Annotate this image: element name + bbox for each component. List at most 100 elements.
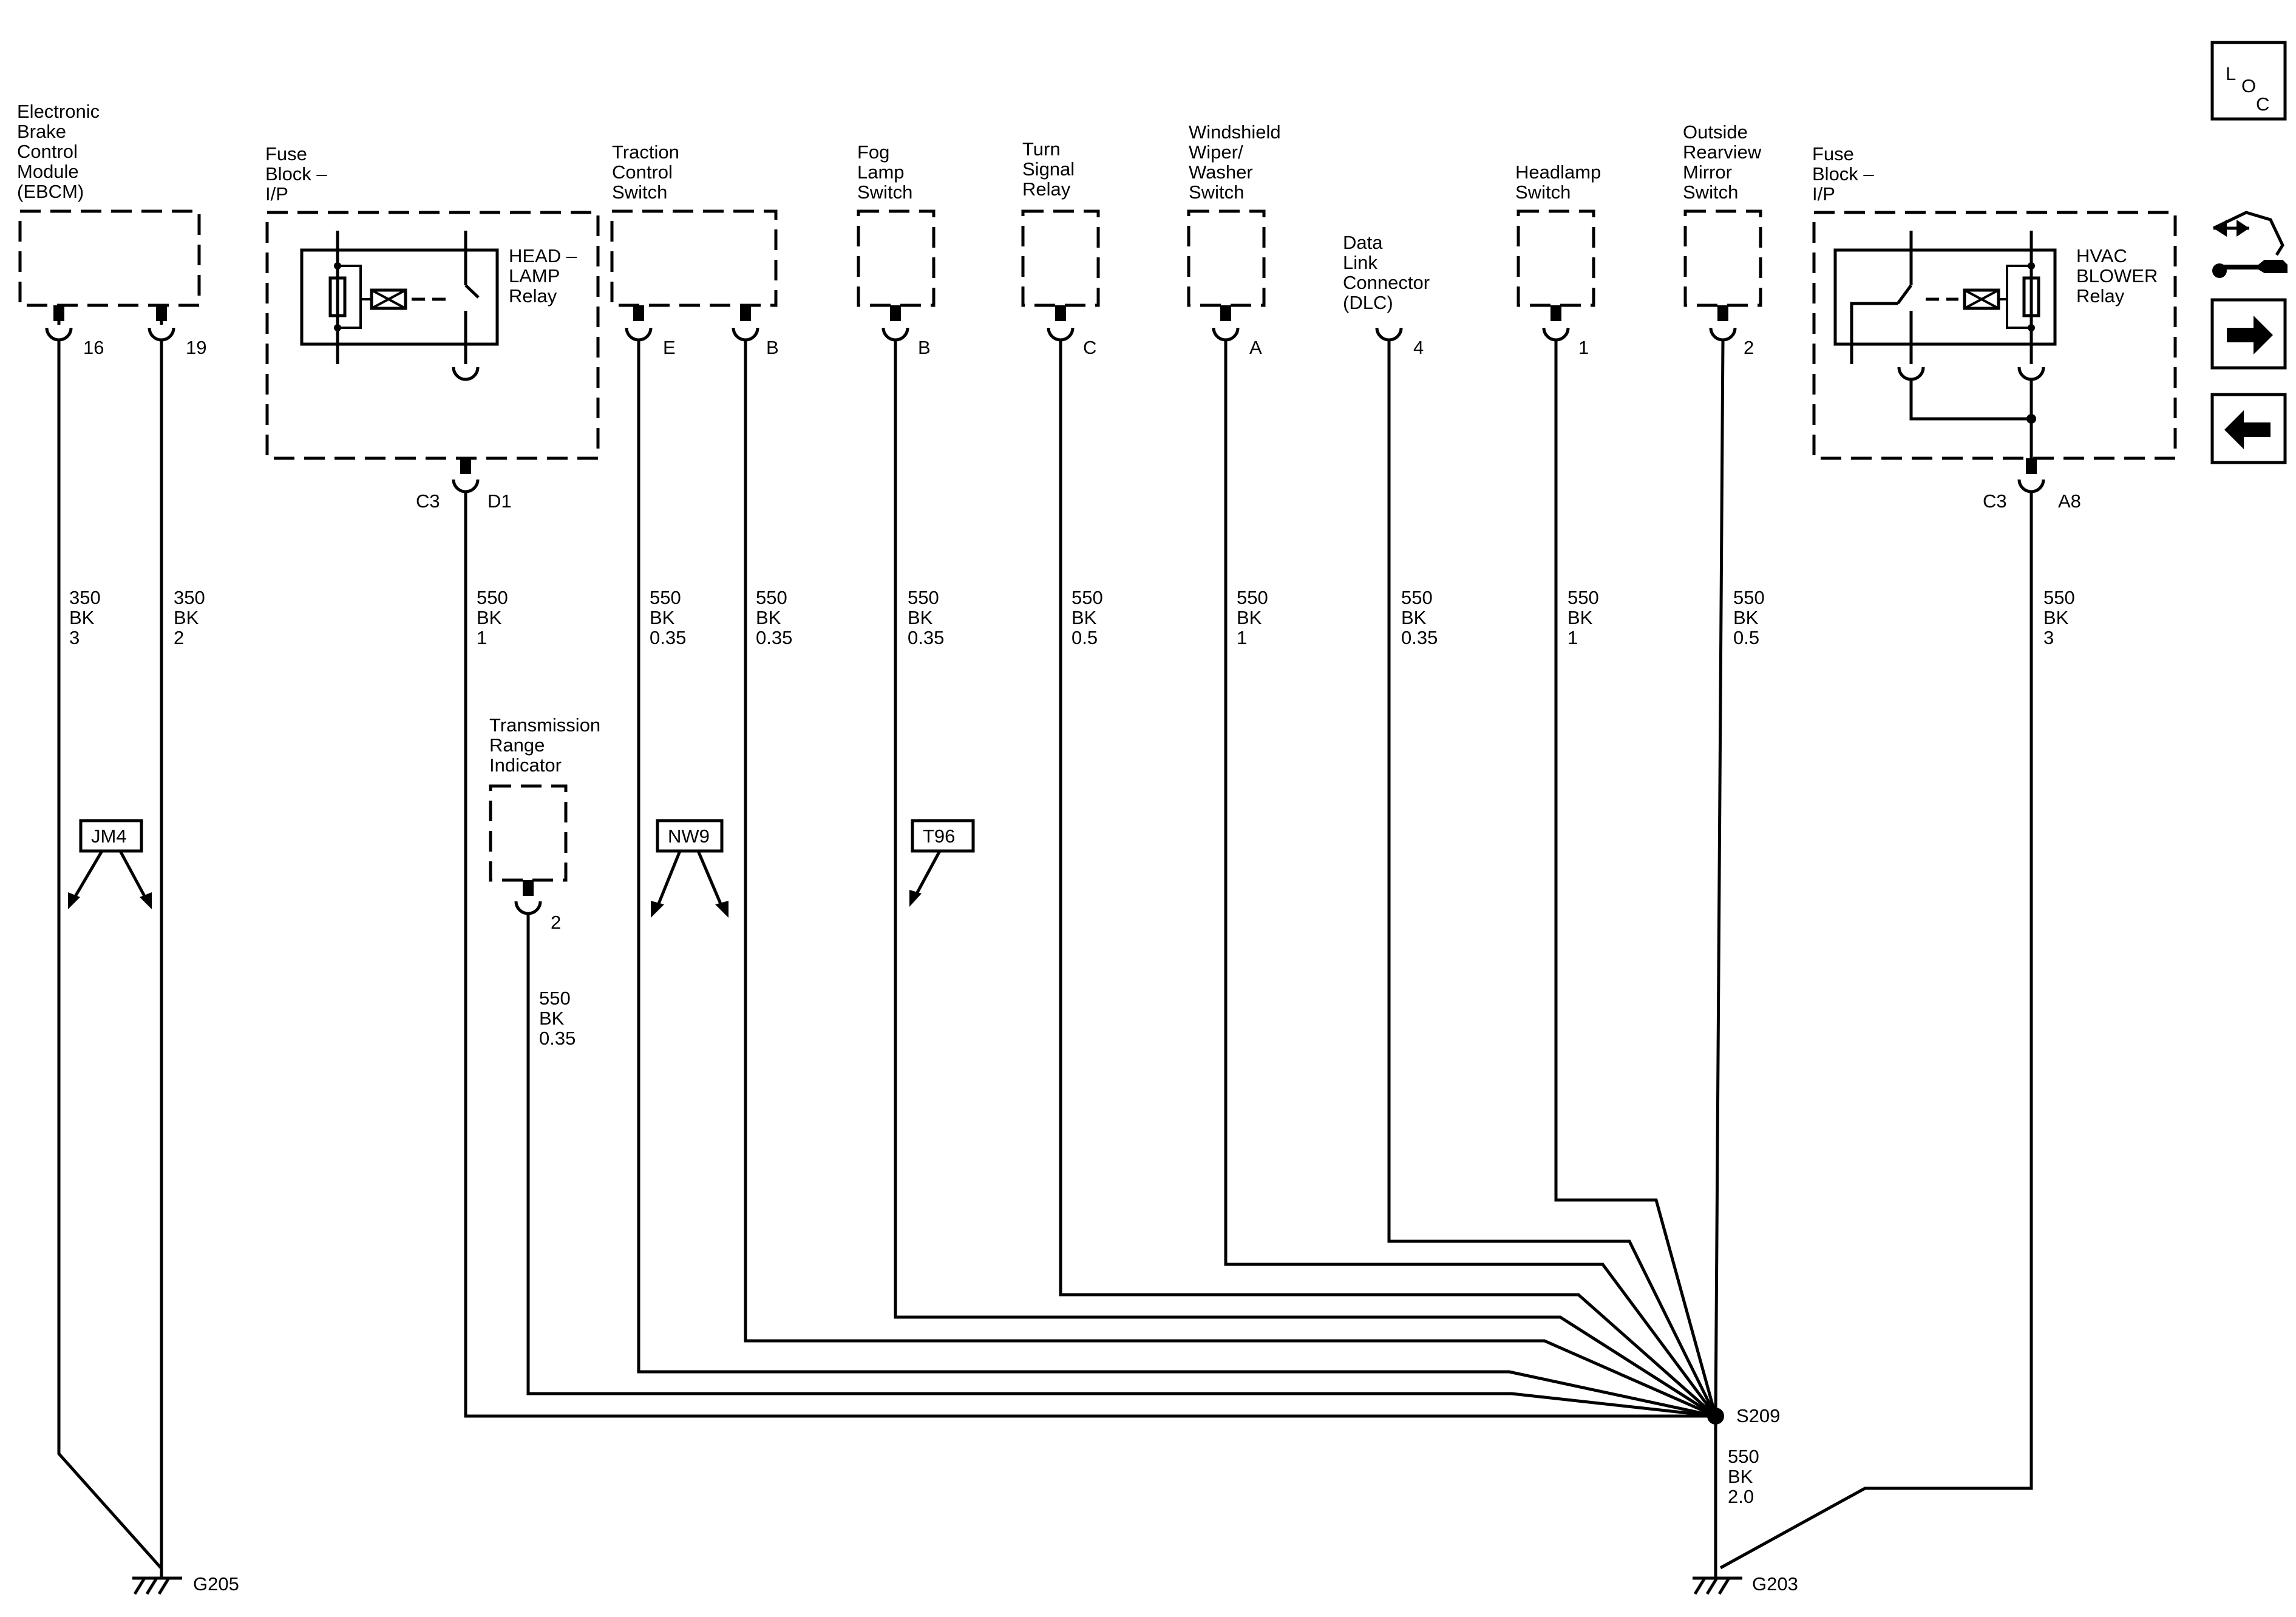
svg-text:2: 2: [551, 912, 561, 933]
loc-button[interactable]: L O C: [2210, 41, 2287, 121]
ground-g203: G203: [1693, 1573, 1798, 1595]
svg-text:0.35: 0.35: [1401, 627, 1438, 648]
svg-text:(EBCM): (EBCM): [17, 181, 84, 202]
next-page-button[interactable]: [2210, 298, 2287, 370]
trans-range-indicator-label: Transmission Range Indicator: [489, 714, 600, 776]
option-jm4: JM4: [68, 819, 152, 909]
headlamp-switch-box: [1517, 209, 1595, 307]
svg-text:Switch: Switch: [1683, 181, 1738, 203]
traction-control-switch-label: Traction Control Switch: [612, 141, 679, 203]
ground-g205: G205: [132, 1573, 239, 1595]
svg-text:Mirror: Mirror: [1683, 161, 1732, 183]
previous-page-button[interactable]: [2210, 393, 2287, 464]
svg-text:B: B: [766, 337, 779, 358]
svg-text:Lamp: Lamp: [857, 161, 905, 183]
svg-text:Wiper/: Wiper/: [1189, 141, 1243, 163]
svg-text:1: 1: [477, 627, 487, 648]
headlamp-relay-label: HEAD – LAMP Relay: [509, 245, 577, 307]
svg-text:BK: BK: [1401, 607, 1427, 628]
svg-text:Block –: Block –: [1812, 163, 1874, 185]
svg-text:A8: A8: [2058, 490, 2081, 512]
svg-text:550: 550: [2043, 587, 2075, 608]
svg-text:Switch: Switch: [1515, 181, 1571, 203]
svg-text:BK: BK: [1237, 607, 1262, 628]
svg-text:BLOWER: BLOWER: [2076, 265, 2158, 286]
hvac-blower-relay-label: HVAC BLOWER Relay: [2076, 245, 2158, 307]
wire-labels: 350 BK 3 350 BK 2 550 BK 1 550 BK 0.35 5…: [69, 587, 2075, 1507]
svg-text:O: O: [2241, 75, 2256, 97]
svg-text:BK: BK: [1728, 1466, 1753, 1487]
svg-text:Headlamp: Headlamp: [1515, 161, 1601, 183]
svg-text:Transmission: Transmission: [489, 714, 600, 736]
svg-text:BK: BK: [1733, 607, 1759, 628]
svg-text:Rearview: Rearview: [1683, 141, 1762, 163]
option-t96: T96: [909, 819, 975, 907]
fog-lamp-switch-box: [857, 209, 936, 307]
svg-text:550: 550: [1567, 587, 1599, 608]
svg-text:A: A: [1249, 337, 1262, 358]
svg-text:16: 16: [83, 337, 104, 358]
svg-text:0.35: 0.35: [539, 1028, 576, 1049]
svg-text:550: 550: [1072, 587, 1103, 608]
svg-text:350: 350: [174, 587, 205, 608]
svg-text:Fuse: Fuse: [1812, 143, 1854, 164]
arrow-left-icon: [2224, 410, 2271, 449]
svg-text:Fuse: Fuse: [265, 143, 307, 164]
svg-text:0.35: 0.35: [756, 627, 792, 648]
svg-text:550: 550: [539, 988, 571, 1009]
svg-text:I/P: I/P: [265, 183, 288, 205]
svg-text:0.35: 0.35: [650, 627, 686, 648]
fog-lamp-switch-label: Fog Lamp Switch: [857, 141, 912, 203]
svg-text:BK: BK: [650, 607, 675, 628]
svg-text:Turn: Turn: [1022, 138, 1061, 160]
wiper-washer-switch-label: Windshield Wiper/ Washer Switch: [1189, 121, 1281, 203]
svg-text:NW9: NW9: [668, 825, 710, 847]
svg-text:(DLC): (DLC): [1343, 292, 1393, 313]
svg-text:1: 1: [1237, 627, 1247, 648]
svg-text:2: 2: [1744, 337, 1754, 358]
svg-text:550: 550: [756, 587, 787, 608]
svg-text:550: 550: [650, 587, 681, 608]
svg-text:JM4: JM4: [91, 825, 127, 847]
svg-text:D1: D1: [487, 490, 512, 512]
svg-text:HEAD –: HEAD –: [509, 245, 577, 266]
svg-text:2.0: 2.0: [1728, 1486, 1754, 1507]
svg-text:BK: BK: [69, 607, 95, 628]
turn-signal-relay-label: Turn Signal Relay: [1022, 138, 1075, 200]
svg-text:550: 550: [908, 587, 939, 608]
svg-text:4: 4: [1413, 337, 1424, 358]
svg-text:550: 550: [477, 587, 508, 608]
fuse-block-left-box: [265, 211, 600, 460]
splice-dot: [1707, 1408, 1724, 1425]
svg-text:Range: Range: [489, 734, 545, 756]
svg-text:0.35: 0.35: [908, 627, 944, 648]
connector-end-view-icon[interactable]: [2212, 211, 2288, 278]
svg-text:Fog: Fog: [857, 141, 889, 163]
ebcm-box: [18, 209, 201, 307]
svg-text:Data: Data: [1343, 232, 1383, 253]
mirror-switch-box: [1683, 209, 1762, 307]
svg-text:BK: BK: [1567, 607, 1593, 628]
svg-text:Block –: Block –: [265, 163, 327, 185]
svg-text:C3: C3: [416, 490, 440, 512]
svg-text:BK: BK: [1072, 607, 1097, 628]
svg-text:G203: G203: [1752, 1573, 1798, 1595]
svg-text:3: 3: [69, 627, 80, 648]
headlamp-relay-symbol: [300, 231, 499, 381]
hvac-blower-relay-symbol: [1833, 231, 2057, 461]
svg-text:BK: BK: [174, 607, 199, 628]
svg-text:LAMP: LAMP: [509, 265, 560, 286]
svg-text:Traction: Traction: [612, 141, 679, 163]
turn-signal-relay-box: [1021, 209, 1100, 307]
svg-text:Windshield: Windshield: [1189, 121, 1281, 143]
pin-labels: 16 19 E B B C A 4 1 2 2 C3 D1 C3 A8: [83, 337, 2081, 933]
svg-text:350: 350: [69, 587, 101, 608]
svg-text:E: E: [663, 337, 676, 358]
svg-text:0.5: 0.5: [1733, 627, 1759, 648]
svg-text:G205: G205: [193, 1573, 239, 1595]
svg-text:BK: BK: [477, 607, 502, 628]
svg-text:2: 2: [174, 627, 184, 648]
svg-text:550: 550: [1401, 587, 1433, 608]
dlc-label: Data Link Connector (DLC): [1343, 232, 1430, 313]
